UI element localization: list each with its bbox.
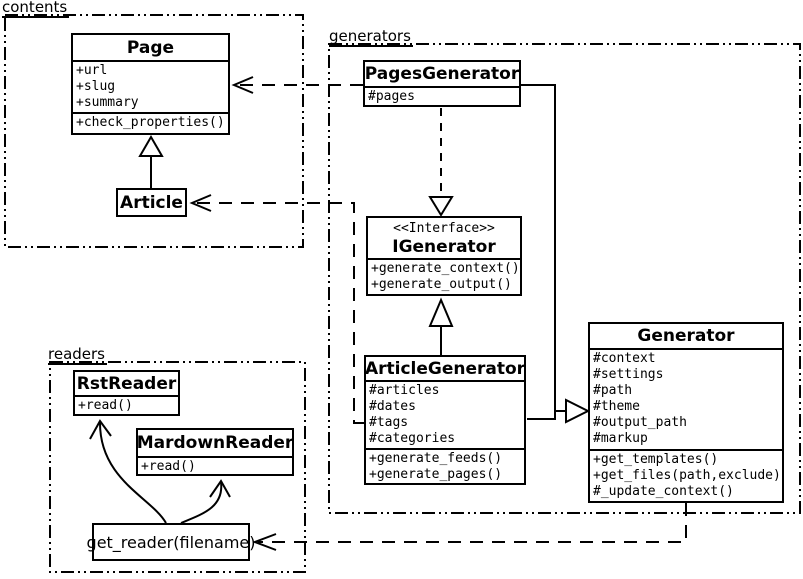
method: +generate_output() — [371, 277, 512, 292]
dependency-pagesgenerator-to-page — [231, 76, 363, 94]
class-mardownreader: MardownReader +read() — [136, 428, 294, 476]
attribute: +url — [76, 63, 108, 78]
package-generators-border — [328, 43, 801, 514]
package-contents-border — [4, 14, 304, 248]
function-get-reader: get_reader(filename) — [87, 523, 255, 561]
attributes-compartment: #context #settings #path #theme #output_… — [590, 348, 782, 449]
attribute: #context — [593, 351, 656, 366]
generalization-generators-to-generator — [521, 84, 591, 424]
class-generator: Generator #context #settings #path #them… — [588, 322, 784, 503]
attribute: +summary — [76, 95, 139, 110]
generalization-article-to-page — [138, 135, 164, 188]
generalization-articlegenerator-to-igenerator — [428, 297, 454, 355]
attributes-compartment: +url +slug +summary — [73, 60, 228, 112]
method: +get_templates() — [593, 452, 719, 467]
method: #_update_context() — [593, 484, 734, 499]
attribute: #articles — [369, 383, 440, 398]
interface-igenerator: <<Interface>> IGenerator +generate_conte… — [366, 216, 522, 296]
class-articlegenerator: ArticleGenerator #articles #dates #tags … — [364, 355, 526, 485]
attributes-compartment: #pages — [365, 86, 519, 105]
package-label-readers: readers — [48, 345, 107, 365]
open-arrow-icon — [209, 479, 231, 498]
open-arrow-icon — [89, 419, 112, 440]
open-arrow-icon — [189, 194, 212, 212]
methods-compartment: +read() — [75, 395, 178, 414]
class-title: ArticleGenerator — [366, 358, 524, 379]
class-title: PagesGenerator — [365, 64, 519, 84]
attribute: #tags — [369, 415, 409, 430]
method: +generate_context() — [371, 261, 520, 276]
method: +check_properties() — [76, 115, 225, 130]
methods-compartment: +generate_feeds() +generate_pages() — [366, 448, 524, 483]
package-label-contents: contents — [2, 0, 70, 18]
class-article: Article — [116, 188, 187, 217]
attribute: +slug — [76, 79, 116, 94]
dependency-articlegenerator-to-article — [189, 194, 364, 424]
arrow-getreader-to-mardownreader — [180, 479, 231, 524]
hollow-triangle-icon — [138, 135, 164, 157]
methods-compartment: +check_properties() — [73, 112, 228, 133]
method: +read() — [78, 398, 133, 413]
methods-compartment: +get_templates() +get_files(path,exclude… — [590, 449, 782, 501]
class-rstreader: RstReader +read() — [73, 370, 180, 416]
attribute: #settings — [593, 367, 664, 382]
method: +generate_pages() — [369, 467, 503, 482]
class-title-block: <<Interface>> IGenerator — [368, 218, 520, 258]
class-title: Page — [126, 37, 175, 58]
method: +get_files(path,exclude) — [593, 468, 781, 483]
realization-pagesgenerator-to-igenerator — [428, 108, 454, 217]
class-title: RstReader — [76, 373, 177, 394]
arrow-getreader-to-rstreader — [89, 419, 167, 524]
methods-compartment: +generate_context() +generate_output() — [368, 258, 520, 294]
method: +read() — [141, 459, 196, 474]
attribute: #theme — [593, 399, 640, 414]
stereotype-label: <<Interface>> — [393, 221, 495, 236]
function-label: get_reader(filename) — [86, 532, 256, 552]
hollow-triangle-icon — [428, 196, 454, 217]
package-label-generators: generators — [329, 27, 413, 47]
methods-compartment: +read() — [138, 456, 292, 474]
class-title: Article — [120, 192, 183, 213]
class-pagesgenerator: PagesGenerator #pages — [363, 60, 521, 107]
attribute: #categories — [369, 431, 456, 446]
open-arrow-icon — [231, 76, 254, 94]
class-title: IGenerator — [392, 237, 496, 257]
class-title: MardownReader — [138, 433, 292, 453]
attribute: #path — [593, 383, 633, 398]
attribute: #pages — [368, 89, 415, 104]
attribute: #output_path — [593, 415, 687, 430]
open-arrow-icon — [252, 533, 277, 551]
class-title: Generator — [637, 326, 735, 346]
method: +generate_feeds() — [369, 451, 503, 466]
dependency-generator-to-getreader — [252, 503, 687, 551]
attributes-compartment: #articles #dates #tags #categories — [366, 380, 524, 448]
attribute: #dates — [369, 399, 416, 414]
attribute: #markup — [593, 431, 648, 446]
hollow-triangle-icon — [428, 297, 454, 327]
hollow-triangle-icon — [565, 398, 591, 424]
package-readers-border — [49, 361, 306, 573]
class-page: Page +url +slug +summary +check_properti… — [71, 33, 230, 135]
